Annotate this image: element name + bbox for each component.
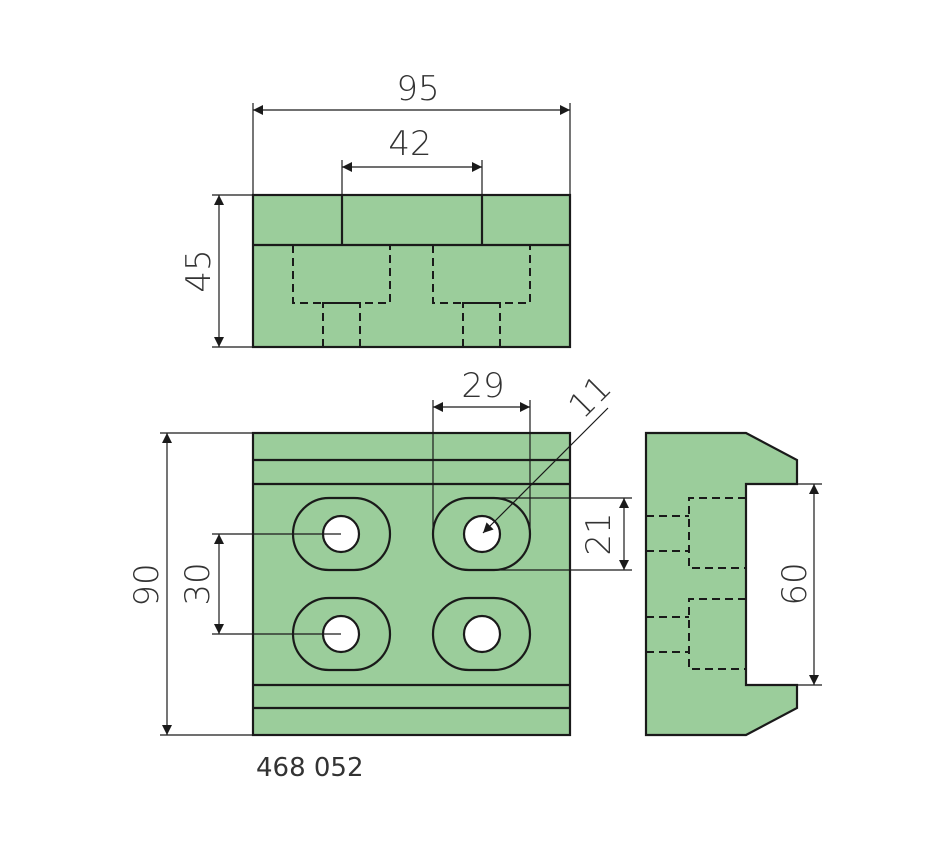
top-view [251, 193, 572, 349]
dim-label-45: 45 [179, 249, 219, 292]
dimension-42: 42 [341, 124, 483, 195]
dim-label-11: 11 [561, 368, 620, 427]
dim-label-21: 21 [579, 512, 619, 555]
dimension-45: 45 [179, 194, 253, 348]
dim-label-30: 30 [178, 562, 218, 605]
dim-label-90: 90 [127, 563, 167, 606]
part-number: 468 052 [256, 753, 364, 783]
dimension-90: 90 [127, 432, 253, 736]
dimension-29: 29 [432, 366, 531, 534]
dim-label-42: 42 [388, 124, 431, 164]
dimension-30: 30 [178, 533, 341, 635]
hole [462, 614, 502, 654]
dimension-60: 60 [746, 483, 822, 686]
dimension-21: 21 [482, 497, 632, 571]
dimension-95: 95 [252, 69, 571, 195]
dim-label-60: 60 [775, 562, 815, 605]
dim-label-95: 95 [396, 69, 439, 109]
front-view [251, 431, 572, 737]
dim-label-29: 29 [461, 366, 504, 406]
